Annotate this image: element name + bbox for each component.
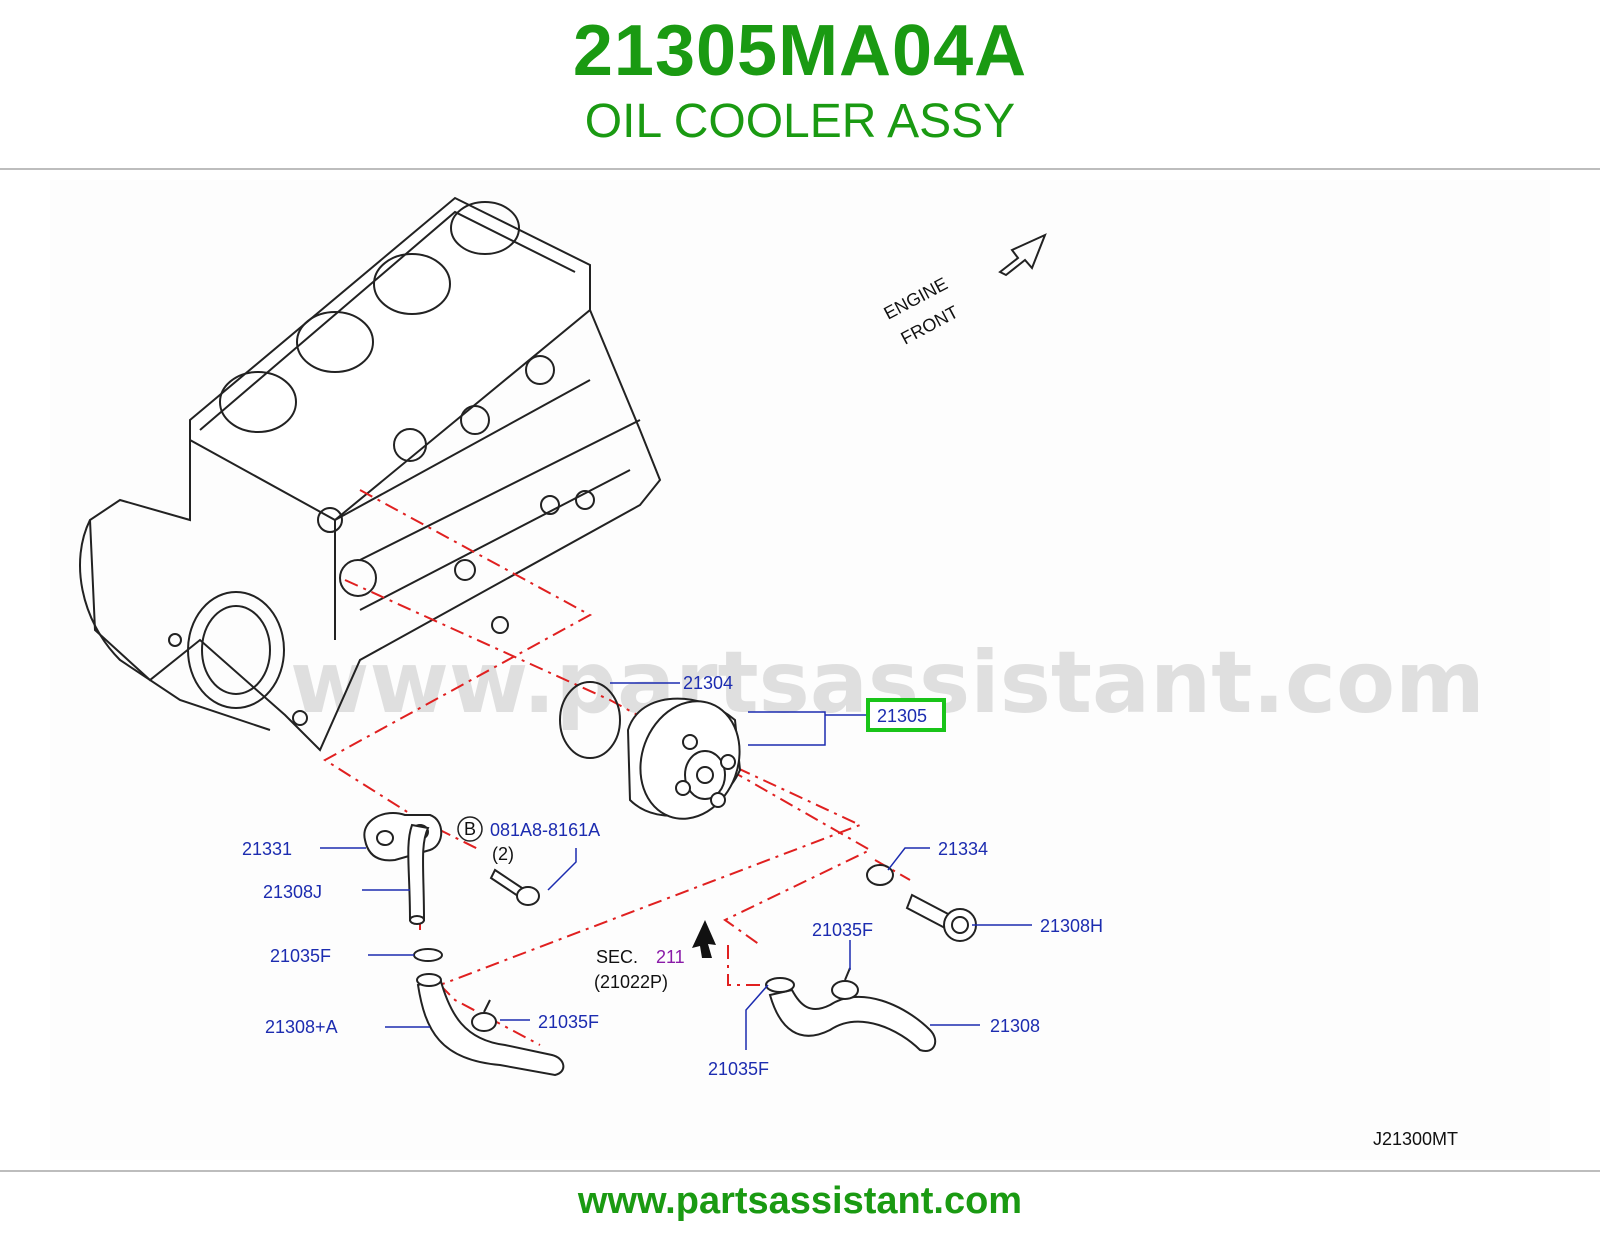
callout-081A8-qty: (2)	[492, 844, 514, 864]
part-name-subtitle: OIL COOLER ASSY	[584, 95, 1016, 148]
callout-21035F-left[interactable]: 21035F	[708, 1059, 769, 1079]
callout-081A8-badge	[457, 816, 483, 842]
section-reference-arrow-icon	[692, 920, 716, 958]
callout-21035F-upper[interactable]: 21035F	[270, 946, 331, 966]
page-header: 21305MA04A OIL COOLER ASSY	[0, 0, 1600, 168]
tube-21308J	[407, 823, 430, 925]
callout-21334[interactable]: 21334	[938, 839, 988, 859]
callout-21308J[interactable]: 21308J	[263, 882, 322, 902]
gasket-21331	[363, 812, 443, 862]
o-ring-21304	[559, 681, 621, 759]
footer-website-link[interactable]: www.partsassistant.com	[577, 1180, 1023, 1222]
bolt-081A8-8161A	[489, 868, 540, 906]
callout-21304[interactable]: 21304	[683, 673, 733, 693]
callout-081A8-badge-letter: B	[464, 819, 476, 839]
callout-21331[interactable]: 21331	[242, 839, 292, 859]
callout-081A8-8161A[interactable]: 081A8-8161A	[490, 820, 600, 840]
callout-21308[interactable]: 21308	[990, 1016, 1040, 1036]
washer-21334	[866, 864, 894, 886]
bolt-21308H	[905, 893, 977, 942]
callout-21308A[interactable]: 21308+A	[265, 1017, 338, 1037]
hose-21308	[768, 988, 937, 1052]
callout-21305-highlight	[866, 698, 946, 732]
footer-divider	[0, 1170, 1600, 1172]
drawing-code: J21300MT	[1373, 1129, 1458, 1149]
oil-cooler-assy-21305	[626, 697, 742, 820]
callout-21308H[interactable]: 21308H	[1040, 916, 1103, 936]
engine-block-illustration	[79, 196, 662, 752]
hose-21308A	[416, 973, 565, 1077]
header-divider	[0, 168, 1600, 170]
engine-front-arrow-icon	[998, 233, 1047, 277]
section-reference-number[interactable]: 211	[656, 947, 685, 967]
section-reference-label: SEC.	[596, 947, 638, 967]
callout-leaders	[320, 682, 1032, 1050]
part-number-title: 21305MA04A	[572, 11, 1028, 91]
hose-clamp-right	[831, 967, 859, 1000]
callout-21305[interactable]: 21305	[877, 706, 927, 726]
section-reference-part: (21022P)	[594, 972, 668, 992]
callout-21035F-right[interactable]: 21035F	[812, 920, 873, 940]
callout-21035F-lower[interactable]: 21035F	[538, 1012, 599, 1032]
hose-clamp-lower	[471, 999, 497, 1032]
hose-clamp-left	[765, 977, 795, 993]
hose-clamp-upper	[413, 948, 443, 962]
